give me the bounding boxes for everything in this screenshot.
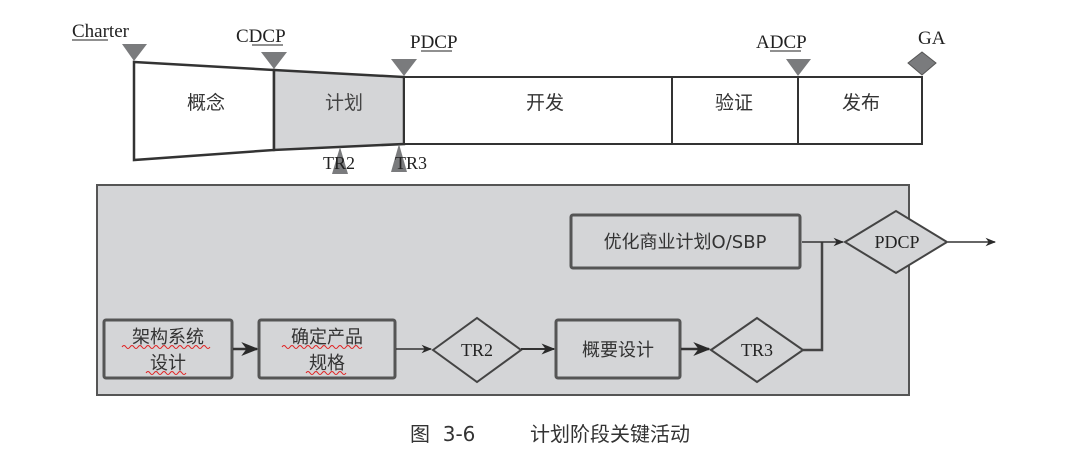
spellcheck-underline (305, 371, 347, 375)
adcp-triangle-icon (786, 59, 811, 76)
phase-label-concept: 概念 (187, 91, 225, 114)
figure-caption: 图 3-6 计划阶段关键活动 (410, 422, 690, 446)
node-architecture-design-line1: 架构系统 (132, 327, 204, 348)
phase-label-verify: 验证 (715, 92, 753, 114)
charter-triangle-icon (122, 44, 147, 61)
node-define-product-spec (257, 318, 397, 380)
phase-timeline: 概念 计划 开发 验证 发布 Charter CDCP PDCP ADCP GA… (72, 21, 946, 174)
milestone-charter: Charter (72, 21, 130, 42)
spellcheck-underline (145, 371, 187, 375)
node-outline-design-label: 概要设计 (582, 340, 654, 361)
phase-verify (671, 76, 799, 145)
node-architecture-design-line2: 设计 (150, 353, 186, 374)
caption-figure-number: 图 3-6 (410, 422, 475, 446)
milestone-ga: GA (918, 28, 946, 49)
phase-release (797, 76, 923, 145)
phase-develop (403, 76, 673, 145)
node-define-product-spec-line2: 规格 (309, 353, 345, 374)
planning-activities-panel: 架构系统 设计 确定产品 规格 TR2 概要设计 TR3 优化商业计划O/SBP… (96, 184, 997, 396)
milestone-tr3: TR3 (395, 153, 427, 173)
node-tr2-label: TR2 (461, 340, 493, 360)
node-optimize-business-plan (569, 213, 802, 270)
node-pdcp-decision (843, 209, 949, 275)
node-define-product-spec-line1: 确定产品 (291, 327, 363, 348)
cdcp-triangle-icon (261, 52, 287, 69)
milestone-cdcp: CDCP (236, 26, 286, 47)
node-pdcp-label: PDCP (874, 232, 919, 252)
node-tr3-label: TR3 (741, 340, 773, 360)
node-outline-design (554, 318, 682, 380)
caption-title: 计划阶段关键活动 (530, 422, 690, 446)
milestone-adcp: ADCP (756, 32, 807, 53)
ga-diamond-icon (907, 51, 937, 76)
tr3-triangle-icon (391, 144, 407, 172)
spellcheck-underline (281, 345, 363, 349)
milestone-pdcp: PDCP (410, 32, 458, 53)
tr2-triangle-icon (332, 147, 348, 174)
phase-label-release: 发布 (842, 92, 880, 114)
phase-label-plan: 计划 (325, 92, 363, 114)
pdcp-triangle-icon (391, 59, 417, 76)
node-optimize-business-plan-label: 优化商业计划O/SBP (604, 232, 767, 253)
milestone-tr2: TR2 (323, 153, 355, 173)
phase-label-develop: 开发 (526, 92, 564, 114)
spellcheck-underline (121, 345, 211, 349)
connector-tr3-to-pdcp (803, 242, 824, 352)
